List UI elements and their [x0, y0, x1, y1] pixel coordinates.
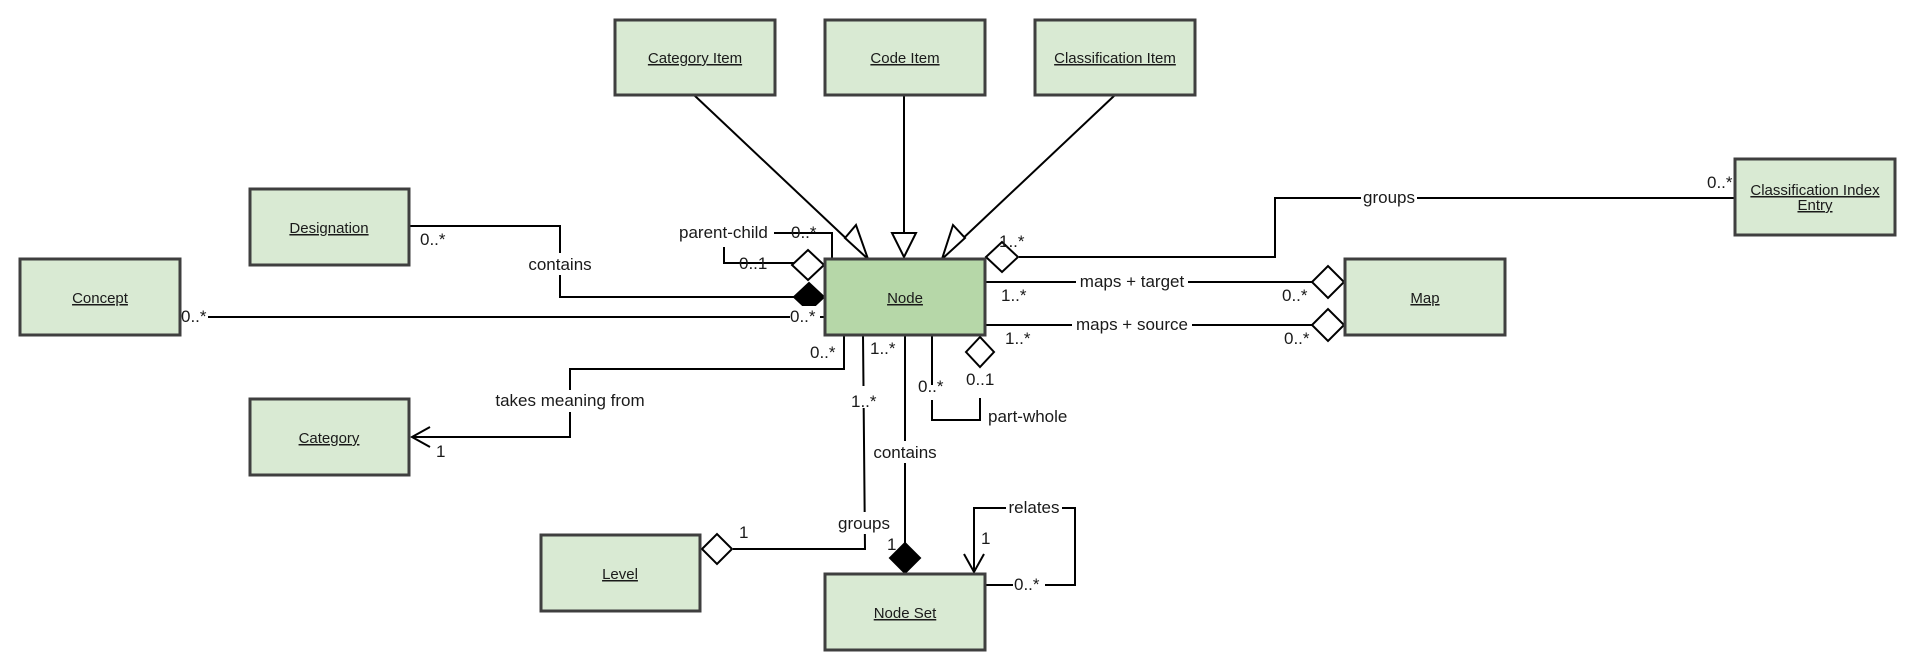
association-label: groups [838, 514, 890, 533]
multiplicity: 0..* [1282, 286, 1308, 305]
association-concept-node: 0..* 0..* [180, 304, 824, 326]
aggregation-diamond-icon [700, 532, 734, 566]
inheritance-arrow-icon [843, 223, 869, 260]
svg-text:Entry: Entry [1797, 197, 1833, 214]
multiplicity: 1..* [870, 339, 896, 358]
association-label: maps + target [1080, 272, 1185, 291]
multiplicity: 0..* [918, 377, 944, 396]
association-label: part-whole [988, 407, 1067, 426]
aggregation-diamond-icon [1310, 264, 1346, 300]
association-label: relates [1008, 498, 1059, 517]
association-label: contains [873, 443, 936, 462]
svg-text:Map: Map [1410, 290, 1439, 307]
class-category[interactable]: Category [248, 397, 411, 477]
association-nodeset-contains: contains 1 [870, 335, 940, 575]
multiplicity: 1 [887, 535, 896, 554]
generalization-code-item [890, 95, 918, 260]
multiplicity: 1..* [1001, 286, 1027, 305]
multiplicity: 1 [981, 529, 990, 548]
aggregation-diamond-icon [984, 240, 1020, 274]
svg-text:Node Set: Node Set [874, 605, 937, 622]
multiplicity: 0..* [420, 230, 446, 249]
multiplicity: 0..* [791, 223, 817, 242]
class-classification-index-entry[interactable]: Classification Index Entry [1733, 157, 1897, 237]
svg-text:Node: Node [887, 290, 923, 307]
navigable-arrow-icon [963, 553, 985, 575]
inheritance-arrow-icon [939, 223, 967, 263]
association-label: parent-child [679, 223, 768, 242]
svg-text:Designation: Designation [289, 220, 368, 237]
multiplicity: 0..* [181, 307, 207, 326]
svg-text:Code Item: Code Item [870, 50, 939, 67]
multiplicity: 1 [436, 442, 445, 461]
aggregation-diamond-icon [964, 335, 996, 369]
multiplicity: 1..* [999, 232, 1025, 251]
association-groups-cie: groups 1..* 0..* [984, 173, 1734, 274]
association-label: maps + source [1076, 315, 1188, 334]
association-level-groups: 1..* groups 1 1..* [700, 334, 896, 566]
composition-diamond-icon [888, 541, 922, 575]
navigable-arrow-icon [409, 426, 431, 448]
class-node-set[interactable]: Node Set [823, 572, 987, 652]
svg-text:Classification Index: Classification Index [1750, 182, 1880, 199]
multiplicity: 0..* [1014, 575, 1040, 594]
association-label: groups [1363, 188, 1415, 207]
multiplicity: 0..* [1284, 329, 1310, 348]
class-designation[interactable]: Designation [248, 187, 411, 267]
association-maps-source: maps + source 1..* 0..* [985, 307, 1346, 348]
class-level[interactable]: Level [539, 533, 702, 613]
association-parent-child: parent-child 0..* 0..1 [676, 222, 833, 282]
svg-text:Classification Item: Classification Item [1054, 50, 1176, 67]
association-label: contains [528, 255, 591, 274]
class-code-item[interactable]: Code Item [823, 18, 987, 97]
association-maps-target: maps + target 1..* 0..* [985, 264, 1346, 305]
association-relates: relates 1 0..* [963, 497, 1076, 595]
multiplicity: 0..1 [739, 254, 767, 273]
generalization-classification-item [939, 94, 1116, 263]
association-part-whole: 0..* 0..1 part-whole [918, 335, 1067, 426]
multiplicity: 0..1 [966, 370, 994, 389]
class-classification-item[interactable]: Classification Item [1033, 18, 1197, 97]
svg-text:Category: Category [299, 430, 360, 447]
multiplicity: 0..* [810, 343, 836, 362]
inheritance-arrow-icon [890, 232, 918, 260]
class-category-item[interactable]: Category Item [613, 18, 777, 97]
association-designation-contains: contains 0..* [409, 225, 826, 313]
multiplicity: 1..* [851, 392, 877, 411]
multiplicity: 1..* [1005, 329, 1031, 348]
association-takes-meaning-from: takes meaning from 0..* 1 [409, 335, 845, 461]
generalization-category-item [693, 94, 869, 260]
svg-text:Level: Level [602, 566, 638, 583]
multiplicity: 1 [739, 523, 748, 542]
class-concept[interactable]: Concept [18, 257, 182, 337]
multiplicity: 0..* [1707, 173, 1733, 192]
svg-text:Concept: Concept [72, 290, 129, 307]
class-map[interactable]: Map [1343, 257, 1507, 337]
svg-text:Category Item: Category Item [648, 50, 742, 67]
class-node[interactable]: Node [823, 257, 987, 337]
association-label: takes meaning from [495, 391, 644, 410]
aggregation-diamond-icon [790, 248, 826, 282]
aggregation-diamond-icon [1310, 307, 1346, 343]
multiplicity: 0..* [790, 307, 816, 326]
